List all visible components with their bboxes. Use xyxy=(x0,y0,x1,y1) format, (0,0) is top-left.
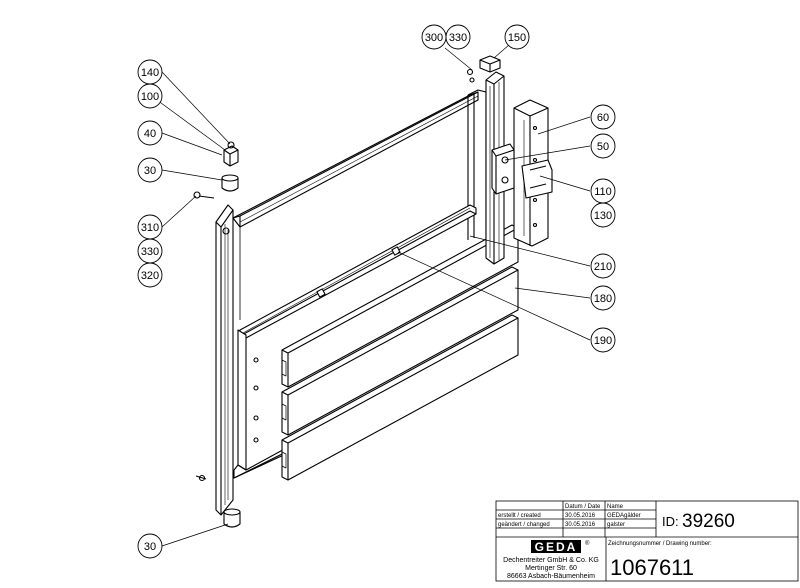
title-block-text: Datum / Date Name erstellt / created 30.… xyxy=(498,504,735,580)
callout-30-bottom xyxy=(137,533,163,559)
label-320: 320 xyxy=(141,270,159,282)
callout-150 xyxy=(504,24,530,50)
label-50: 50 xyxy=(597,141,609,153)
frame-screws xyxy=(195,357,259,482)
company-name: Dechentreiter GmbH & Co. KG xyxy=(503,557,599,564)
label-300: 300 xyxy=(425,32,443,44)
company-street: Mertinger Str. 60 xyxy=(525,565,577,572)
label-40: 40 xyxy=(144,128,156,140)
id-label: ID: xyxy=(662,514,679,529)
changed-date: 30.05.2016 xyxy=(565,522,596,528)
label-210: 210 xyxy=(594,261,612,273)
callout-320 xyxy=(137,262,163,288)
label-310: 310 xyxy=(141,222,159,234)
callout-130 xyxy=(590,202,616,228)
callout-180 xyxy=(590,285,616,311)
label-30-bottom: 30 xyxy=(144,541,156,553)
label-130: 130 xyxy=(594,210,612,222)
svg-text:®: ® xyxy=(585,540,590,547)
created-date: 30.05.2016 xyxy=(565,513,596,519)
callout-190 xyxy=(590,327,616,353)
label-60: 60 xyxy=(597,112,609,124)
label-150: 150 xyxy=(508,32,526,44)
label-30-top: 30 xyxy=(144,165,156,177)
label-140: 140 xyxy=(141,67,159,79)
hinge xyxy=(491,143,515,195)
callout-210 xyxy=(590,253,616,279)
callout-330-top xyxy=(445,24,471,50)
drawing-number: 1067611 xyxy=(610,555,694,580)
changed-name: galster xyxy=(607,522,625,528)
geda-logo: GEDA ® xyxy=(531,540,590,554)
callout-50 xyxy=(590,133,616,159)
label-100: 100 xyxy=(141,91,159,103)
assembly-linework xyxy=(193,55,553,528)
changed-label: geändert / changed xyxy=(498,522,550,528)
company-city: 86663 Asbach-Bäumenheim xyxy=(507,573,595,580)
slat-middle xyxy=(281,266,519,436)
left-post xyxy=(215,204,234,516)
label-190: 190 xyxy=(594,335,612,347)
callout-40 xyxy=(137,120,163,146)
drawing-number-label: Zeichnungsnummer / Drawing number: xyxy=(608,541,712,547)
created-label: erstellt / created xyxy=(498,513,541,519)
label-330-top: 330 xyxy=(449,32,467,44)
id-value: 39260 xyxy=(682,511,735,532)
callout-bubbles xyxy=(137,24,616,559)
callout-100 xyxy=(137,83,163,109)
bottom-cap xyxy=(223,508,241,528)
slat-lower xyxy=(281,314,519,481)
created-name: GEDAgälder xyxy=(607,513,641,519)
col-name-header: Name xyxy=(607,504,624,510)
slat-upper xyxy=(281,224,519,388)
latch-parts xyxy=(193,141,239,235)
svg-text:GEDA: GEDA xyxy=(535,540,578,554)
wall-bracket xyxy=(513,99,553,247)
inner-left-frame xyxy=(233,329,291,479)
label-110: 110 xyxy=(594,186,612,198)
leader-lines xyxy=(156,37,591,547)
label-180: 180 xyxy=(594,293,612,305)
col-date-header: Datum / Date xyxy=(565,504,601,510)
callout-labels: 300 330 150 140 100 40 30 60 50 110 130 … xyxy=(141,32,612,553)
callout-60 xyxy=(590,104,616,130)
title-block xyxy=(495,500,799,582)
callout-30-top xyxy=(137,157,163,183)
label-330-left: 330 xyxy=(141,246,159,258)
